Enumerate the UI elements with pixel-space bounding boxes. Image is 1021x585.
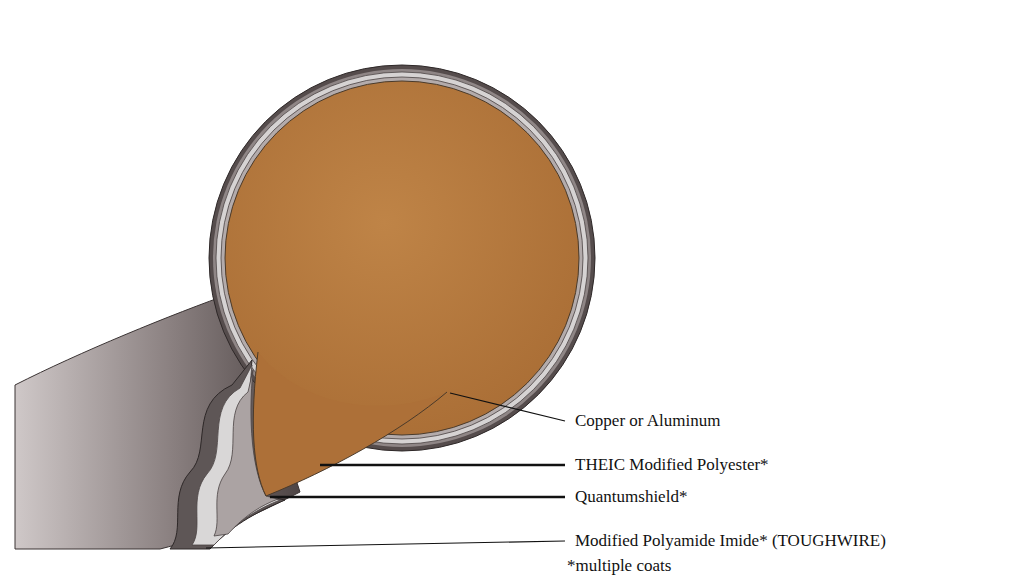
part-label: Modified Polyamide Imide* (TOUGHWIRE) — [575, 531, 886, 551]
leader-line — [270, 496, 565, 499]
conductor-tongue-edge — [253, 352, 447, 496]
leader-line — [320, 464, 565, 467]
conductor-tongue — [253, 352, 447, 496]
part-label: THEIC Modified Polyester* — [575, 455, 769, 475]
footnote: *multiple coats — [567, 556, 671, 576]
leader-line — [206, 541, 565, 548]
part-label: Copper or Aluminum — [575, 411, 720, 431]
leader-line — [450, 393, 565, 421]
part-label: Quantumshield* — [575, 487, 687, 507]
